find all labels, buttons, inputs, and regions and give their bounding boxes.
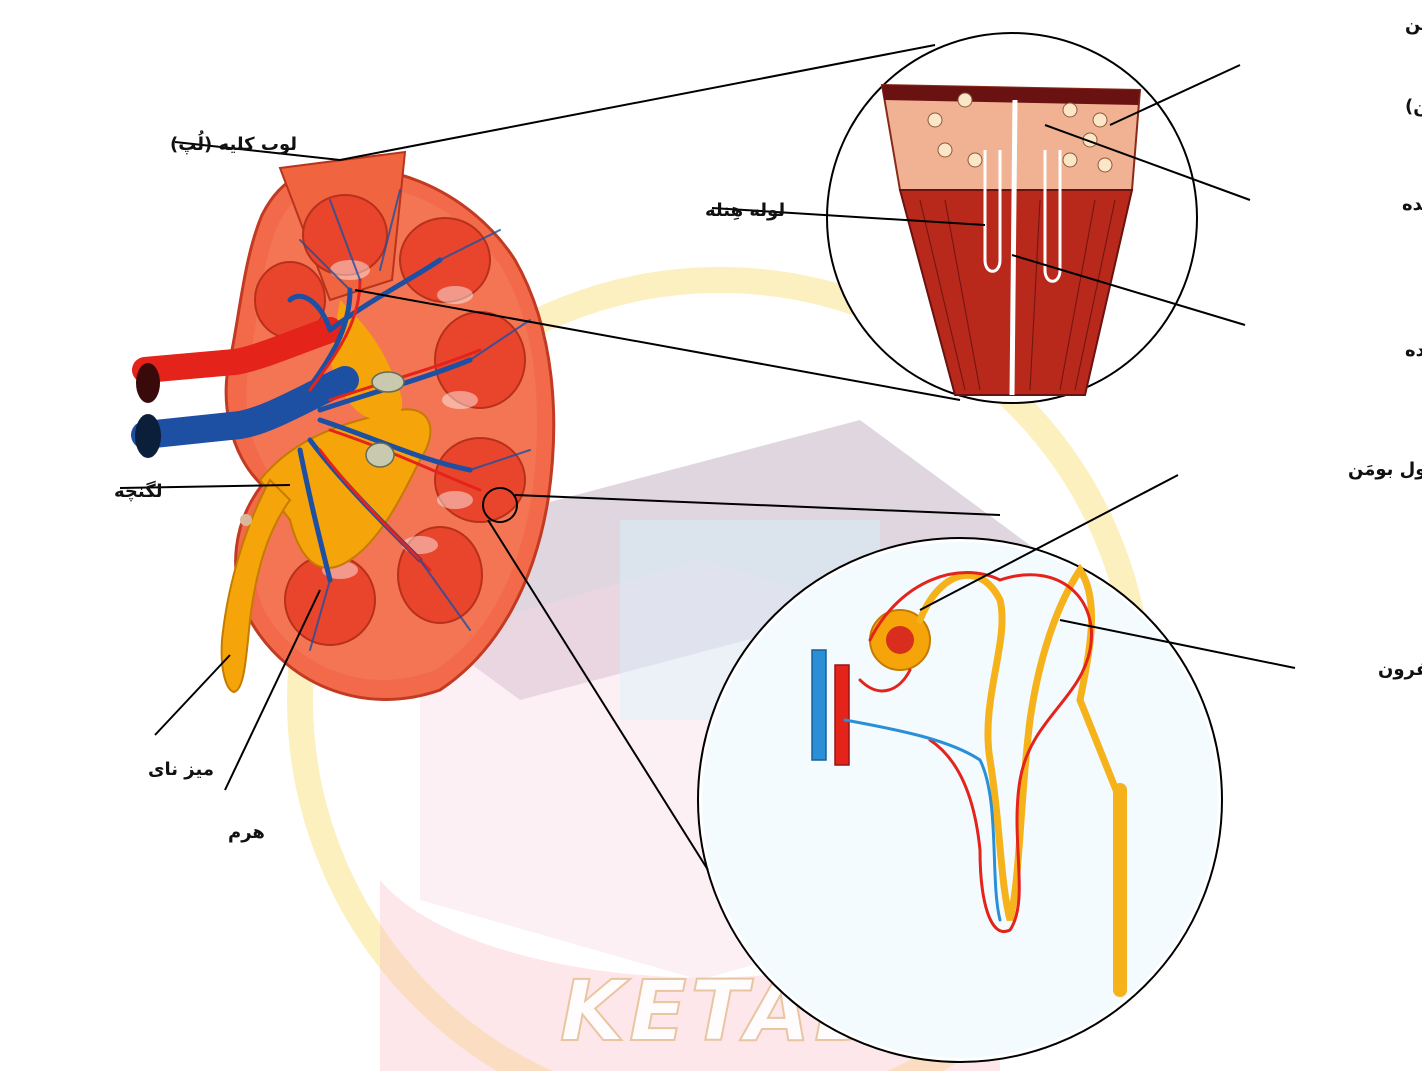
label-lobe: لوب کلیه (لُپ) — [170, 129, 297, 155]
label-collecting-duct: لوله جمع کننده — [1405, 340, 1422, 361]
label-bowman-top: کپسول بومَن — [1405, 14, 1422, 35]
label-pelvis: لگنچه — [114, 480, 162, 502]
label-pyramid: هرم — [228, 822, 265, 843]
collecting-duct-line — [1012, 100, 1015, 395]
label-nephron: نفرون — [1378, 659, 1422, 680]
label-convoluted-tubule: لوله خمیده — [1402, 194, 1422, 215]
label-bowman-top-alt: (پوشینه بومن) — [1405, 96, 1422, 117]
label-ureter: میز نای — [148, 759, 214, 780]
nephron-magnified — [698, 538, 1222, 1062]
kidney-cross-section — [135, 152, 554, 699]
label-henle-loop: لوله هِنله — [705, 200, 785, 221]
label-bowman-bottom: کپسول بومَن — [1348, 459, 1422, 480]
